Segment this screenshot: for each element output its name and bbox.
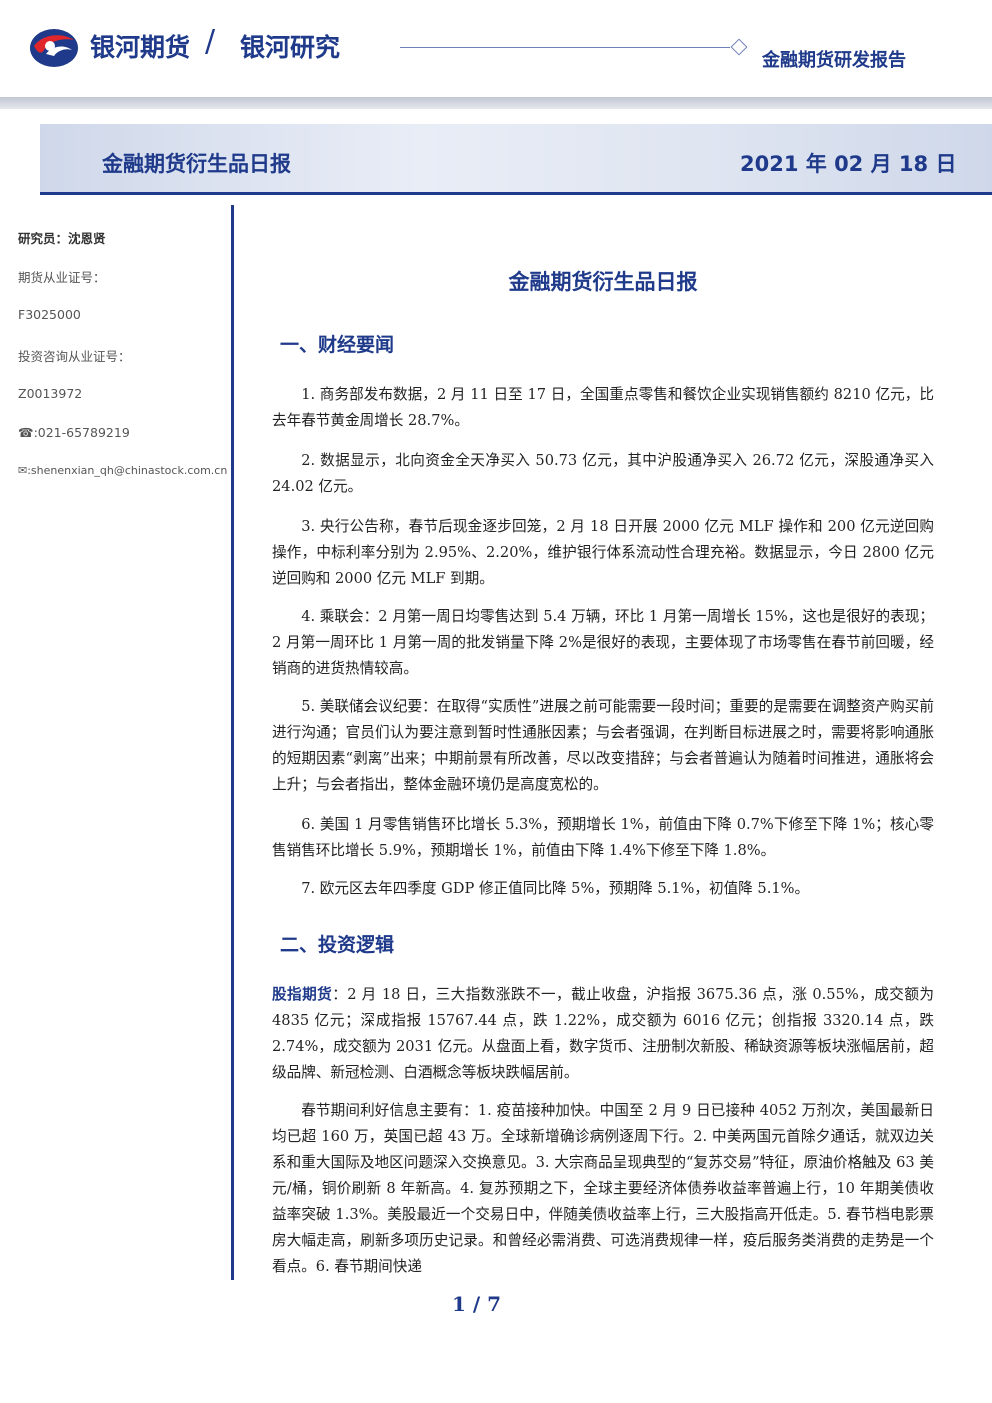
index-futures-label: 股指期货: [272, 986, 333, 1003]
banner-underline: [40, 192, 992, 195]
news-item: 3. 央行公告称，春节后现金逐步回笼，2 月 18 日开展 2000 亿元 ML…: [272, 518, 934, 587]
email-address[interactable]: ✉:shenenxian_qh@chinastock.com.cn: [18, 464, 228, 477]
license-number: F3025000: [18, 307, 81, 322]
brand-name: 银河期货: [90, 33, 191, 62]
news-item: 5. 美联储会议纪要：在取得“实质性”进展之前可能需要一段时间；重要的是需要在调…: [272, 698, 934, 793]
header-band: [0, 97, 992, 109]
news-item: 4. 乘联会：2 月第一周日均零售达到 5.4 万辆，环比 1 月第一周增长 1…: [272, 608, 934, 677]
galaxy-futures-logo-icon: [30, 29, 78, 67]
news-item: 7. 欧元区去年四季度 GDP 修正值同比降 5%，预期降 5.1%，初值降 5…: [301, 880, 810, 897]
news-item: 2. 数据显示，北向资金全天净买入 50.73 亿元，其中沪股通净买入 26.7…: [272, 452, 934, 495]
header-rule: [400, 47, 730, 48]
banner-title: 金融期货衍生品日报: [102, 152, 291, 176]
consult-label: 投资咨询从业证号：: [18, 349, 131, 364]
section-heading-logic: 二、投资逻辑: [280, 934, 395, 956]
document-title: 金融期货衍生品日报: [508, 270, 698, 294]
page-number: 1 / 7: [452, 1292, 502, 1316]
news-item: 6. 美国 1 月零售销售环比增长 5.3%，预期增长 1%，前值由下降 0.7…: [272, 816, 934, 859]
analyst-name: 研究员：沈恩贤: [18, 231, 106, 246]
section-heading-news: 一、财经要闻: [280, 334, 395, 356]
title-banner: [40, 124, 992, 194]
report-date: 2021 年 02 月 18 日: [740, 152, 957, 176]
brand-research: 银河研究: [240, 33, 341, 62]
phone-number: ☎:021-65789219: [18, 425, 130, 440]
holiday-news-paragraph: 春节期间利好信息主要有：1. 疫苗接种加快。中国至 2 月 9 日已接种 405…: [272, 1102, 934, 1275]
brand-separator: /: [205, 24, 216, 59]
diamond-icon: [730, 38, 748, 56]
license-label: 期货从业证号：: [18, 270, 106, 285]
report-type: 金融期货研发报告: [762, 50, 906, 71]
index-futures-text: ：2 月 18 日，三大指数涨跌不一，截止收盘，沪指报 3675.36 点，涨 …: [272, 986, 934, 1081]
index-futures-paragraph: 股指期货：2 月 18 日，三大指数涨跌不一，截止收盘，沪指报 3675.36 …: [272, 982, 934, 1086]
news-item: 1. 商务部发布数据，2 月 11 日至 17 日，全国重点零售和餐饮企业实现销…: [272, 386, 934, 429]
sidebar-divider: [231, 205, 234, 1280]
consult-number: Z0013972: [18, 386, 83, 401]
